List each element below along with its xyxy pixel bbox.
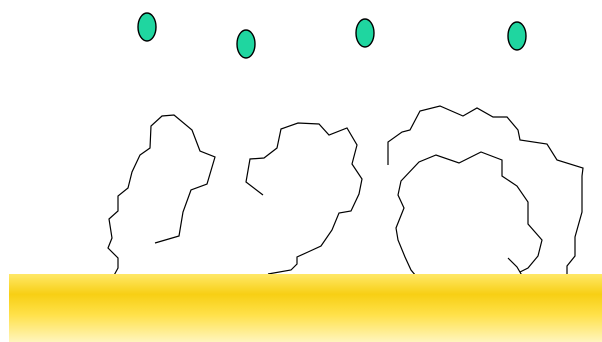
particle-4: [508, 22, 526, 50]
particle-2: [237, 30, 255, 58]
particle-3: [356, 19, 374, 47]
polymer-chain-2: [246, 123, 362, 274]
polymer-chain-4: [396, 152, 542, 276]
polymer-chain-1: [108, 115, 215, 279]
chain-group: [108, 106, 583, 279]
particle-1: [138, 13, 156, 41]
polymer-chain-3: [388, 106, 583, 277]
particle-group: [138, 13, 526, 58]
substrate-surface: [9, 274, 602, 342]
